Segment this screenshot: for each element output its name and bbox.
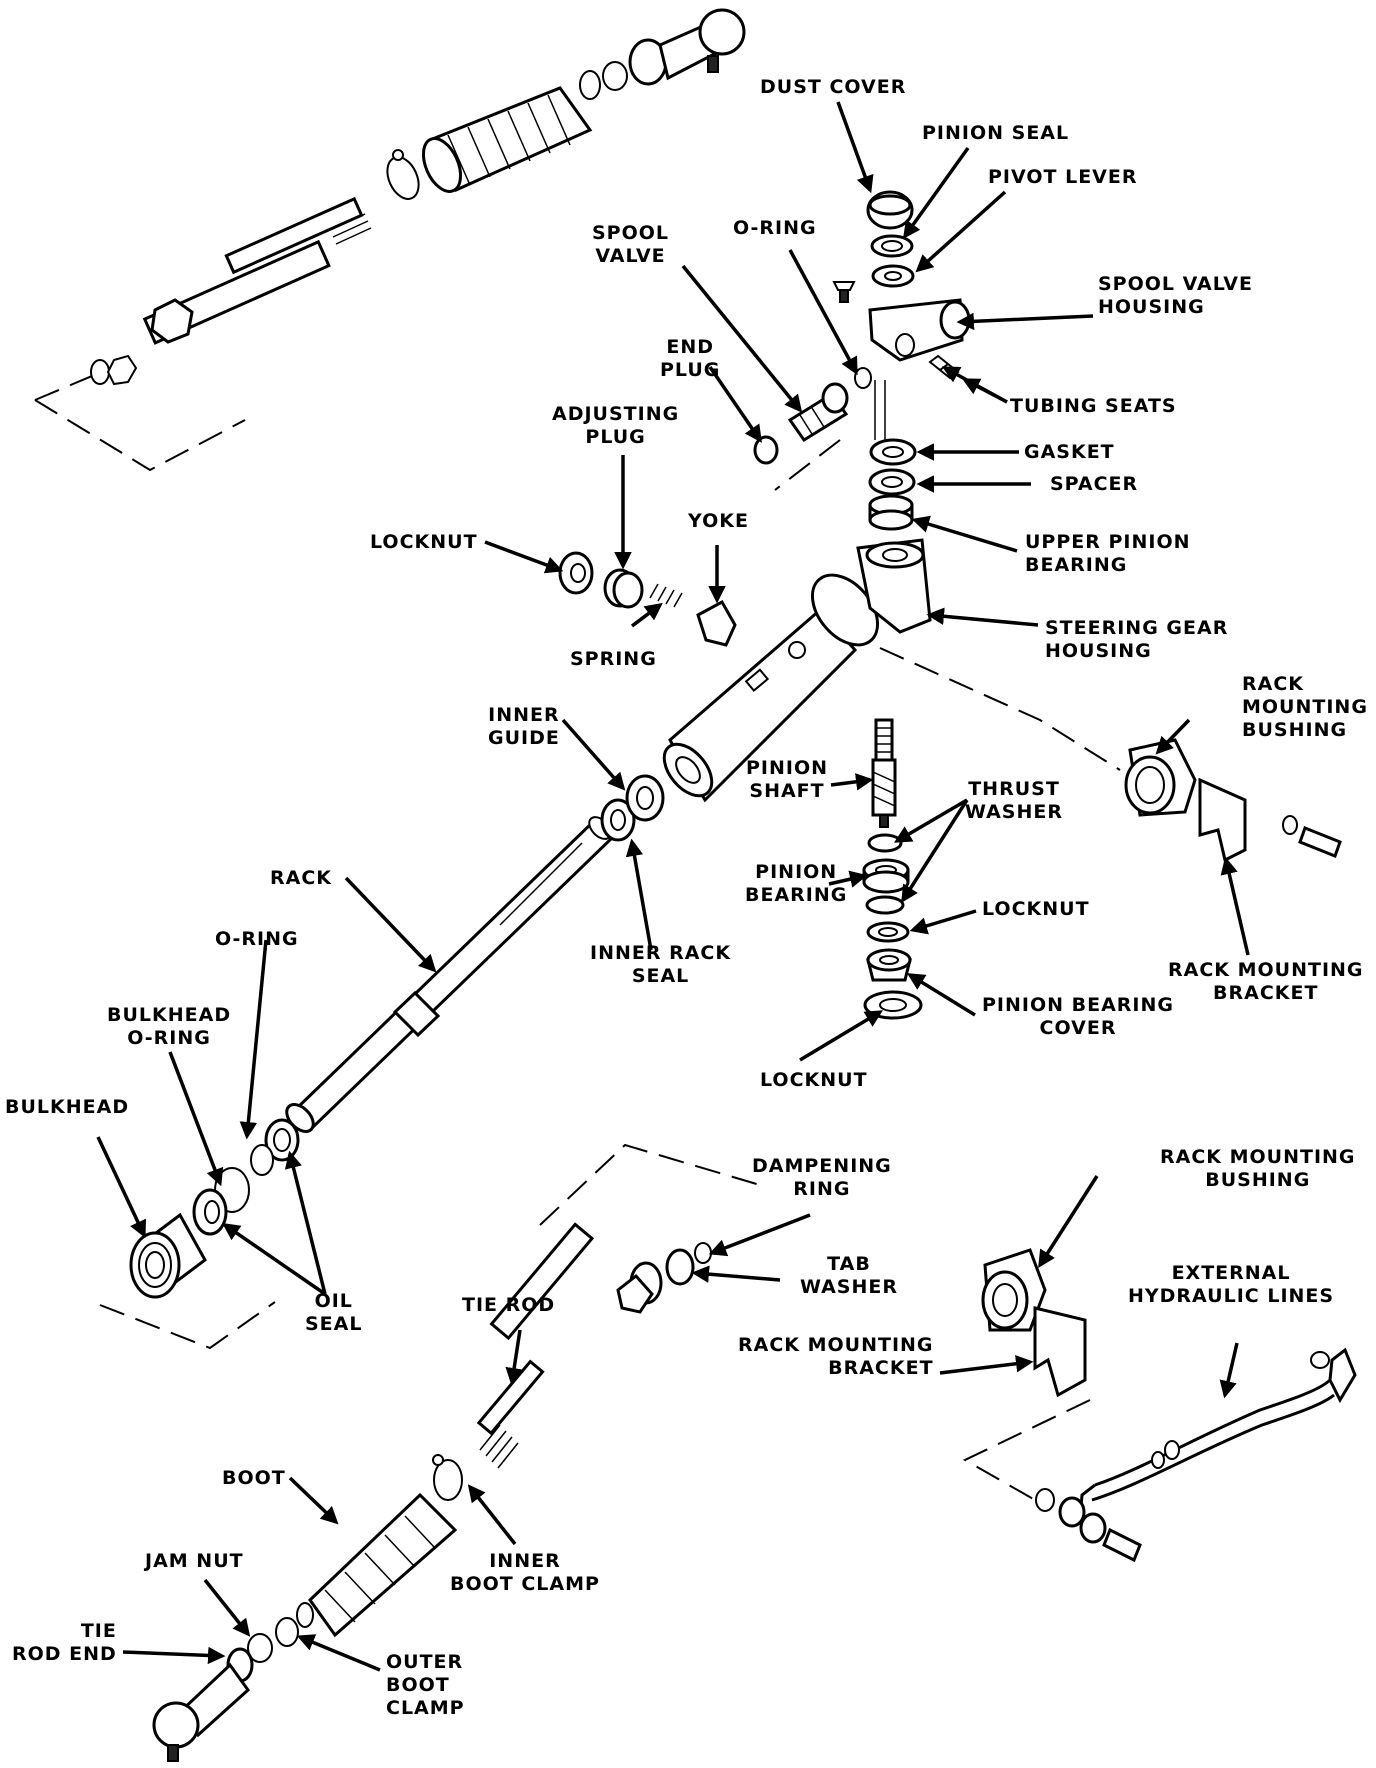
- hex-nut-upper: [106, 354, 138, 386]
- dampening-ring-part: [694, 1242, 712, 1264]
- boot-lower: [296, 1492, 458, 1638]
- inner-tie-rod-nut: [150, 298, 194, 344]
- jam-nut-upper: [90, 359, 110, 385]
- spool-valve-housing-part: [868, 298, 964, 362]
- label-locknut-left: LOCKNUT: [370, 531, 478, 553]
- end-plug-part: [753, 435, 779, 465]
- o-ring-rack: [250, 1144, 274, 1176]
- label-bulkhead: BULKHEAD: [5, 1096, 130, 1118]
- rack-bracket-upper-part: [1198, 777, 1247, 863]
- pinion-shaft-part: [874, 718, 894, 762]
- bulkhead-group: [99, 1118, 300, 1350]
- label-pinion-seal: PINION SEAL: [922, 122, 1070, 144]
- rack-part: [285, 816, 615, 1133]
- external-hydraulic-lines-part: [1035, 1347, 1357, 1563]
- outer-boot-clamp-part: [275, 1617, 299, 1647]
- inner-boot-clamp-part: [433, 1459, 463, 1501]
- o-ring-valve: [854, 367, 872, 389]
- valve-stack: [753, 190, 971, 531]
- label-tie-rod: TIE ROD: [462, 1294, 556, 1316]
- tab-washer-part: [665, 1248, 695, 1286]
- tie-rod-end-upper: [628, 8, 746, 86]
- tie-rod-end-lower: [152, 1647, 254, 1762]
- rack-bracket-lower-part: [1033, 1306, 1087, 1398]
- label-rack: RACK: [270, 867, 333, 889]
- label-pivot-lever: PIVOT LEVER: [988, 166, 1138, 188]
- label-spacer: SPACER: [1050, 473, 1139, 495]
- label-jam-nut: JAM NUT: [145, 1550, 244, 1572]
- upper-tie-rod-assembly: [34, 8, 746, 472]
- lower-tie-rod-part: [476, 1222, 663, 1469]
- spool-valve-part: [787, 382, 849, 443]
- thrust-washer-lower: [865, 895, 905, 915]
- label-boot: BOOT: [222, 1467, 286, 1489]
- jam-nut-lower: [247, 1633, 273, 1663]
- leader-arrows: [96, 101, 1250, 1672]
- boot-clamp-upper: [386, 156, 420, 200]
- yoke-part: [696, 599, 737, 647]
- thrust-washer-upper: [867, 833, 903, 853]
- rack-mounting-lower: [962, 1248, 1091, 1501]
- rack-mounting-upper: [1124, 738, 1342, 863]
- jam-nut-top: [579, 70, 601, 100]
- label-locknut-mid: LOCKNUT: [982, 898, 1090, 920]
- label-gasket: GASKET: [1024, 441, 1115, 463]
- steering-gear-housing-part: [662, 538, 932, 803]
- label-locknut-bottom: LOCKNUT: [760, 1069, 868, 1091]
- boot-upper: [421, 86, 593, 193]
- bracket-bolt-upper: [1298, 826, 1342, 858]
- label-tubing-seats: TUBING SEATS: [1010, 395, 1177, 417]
- label-yoke: YOKE: [688, 510, 749, 532]
- label-dust-cover: DUST COVER: [760, 76, 907, 98]
- label-o-ring-mid: O-RING: [215, 928, 299, 950]
- spring-part: [649, 583, 683, 608]
- pinion-stack: [862, 718, 923, 1020]
- housing-bolt: [832, 281, 856, 291]
- label-spring: SPRING: [570, 648, 657, 670]
- label-o-ring-top: O-RING: [733, 217, 817, 239]
- adjuster-group: [558, 551, 737, 647]
